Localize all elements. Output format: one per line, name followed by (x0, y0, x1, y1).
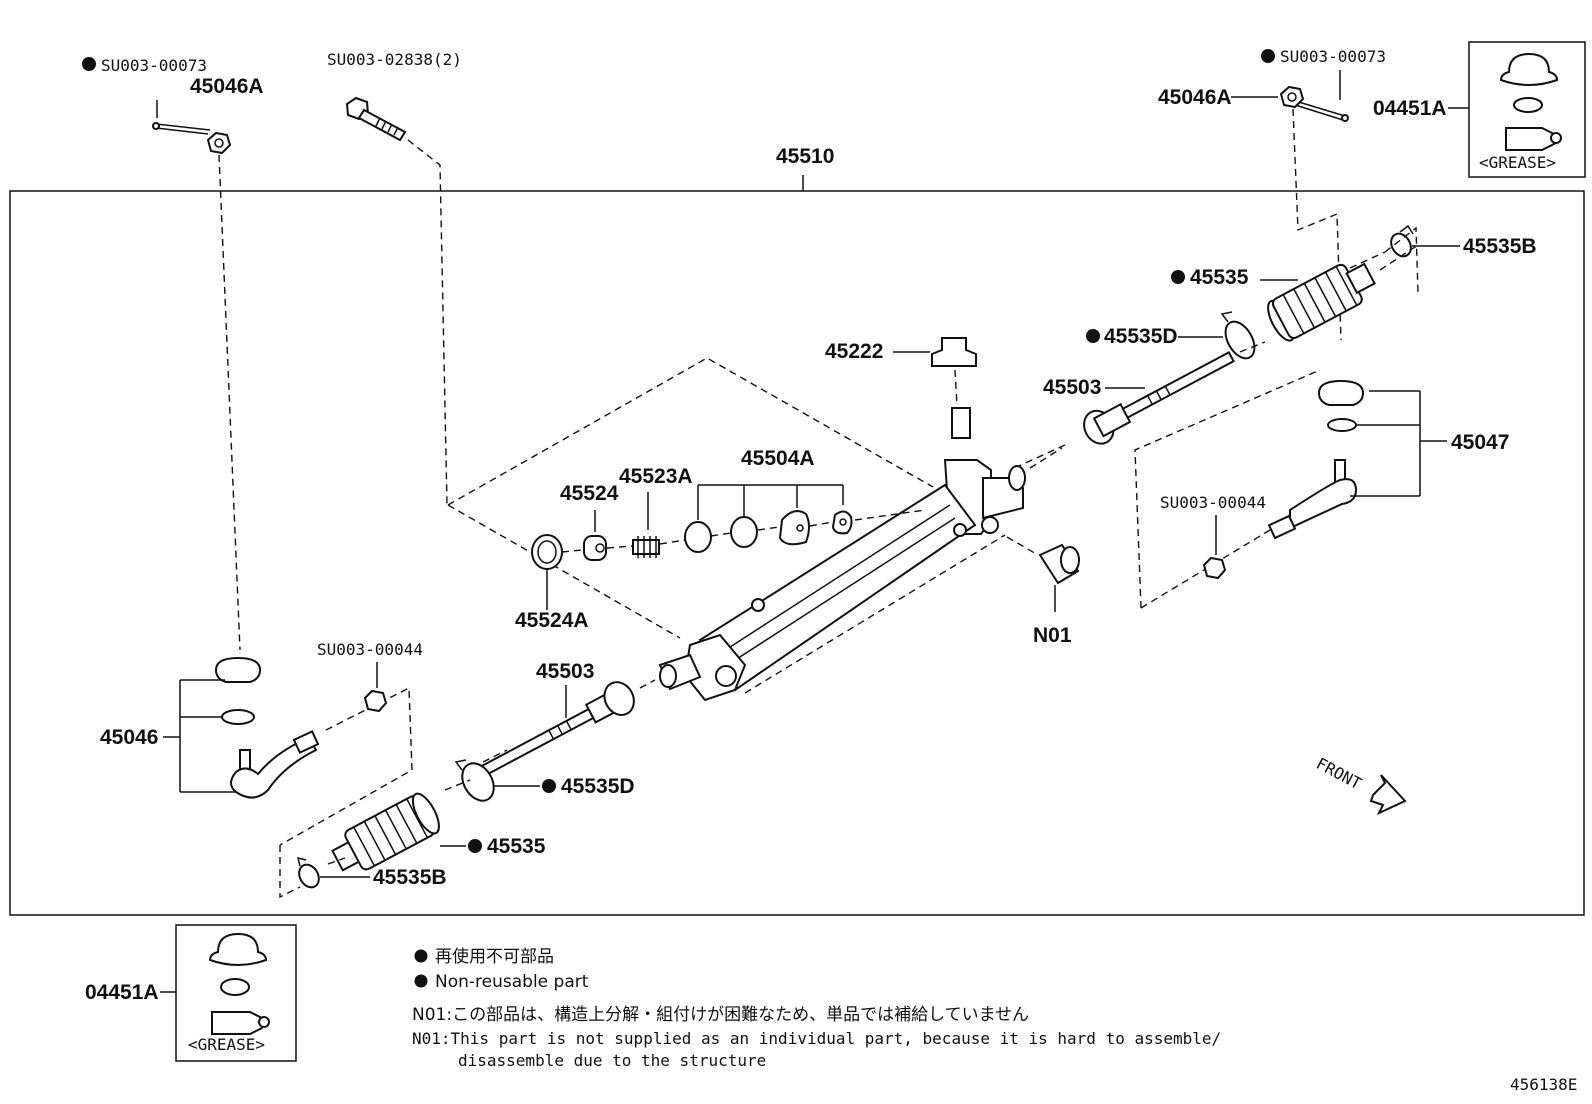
tie-rod-45503-left: 45503 (476, 660, 635, 779)
label-grease-left: <GREASE> (188, 1035, 265, 1054)
label-45503-right: 45503 (1043, 376, 1101, 399)
tie-rod-end-45046: 45046 (100, 656, 320, 799)
tie-rod-45503-right: 45503 (1043, 351, 1235, 445)
label-su003-00073-right: SU003-00073 (1280, 47, 1386, 66)
plug-45524: 45524 (560, 482, 619, 561)
castle-nut-right (1279, 85, 1305, 109)
grease-kit-right: <GREASE> (1468, 41, 1586, 178)
pinion-45222: 45222 (825, 337, 977, 406)
label-45504a: 45504A (741, 447, 815, 470)
nut-su003-00044-left: SU003-00044 (317, 640, 423, 713)
note-jp-n01: N01:この部品は、構造上分解・組付けが困難なため、単品では補給していません (412, 1005, 1029, 1025)
label-su003-00044-right: SU003-00044 (1160, 493, 1266, 512)
label-45535-left: 45535 (487, 835, 546, 858)
clamp-45535d-left: 45535D (454, 759, 635, 802)
bushing-n01: N01 (1033, 543, 1080, 647)
legend-notes: 再使用不可部品 Non-reusable part N01:この部品は、構造上分… (412, 946, 1221, 1070)
label-n01: N01 (1033, 624, 1072, 647)
clamp-45535b-left: 45535B (296, 856, 447, 889)
label-su003-00044-left: SU003-00044 (317, 640, 423, 659)
label-45222: 45222 (825, 340, 883, 363)
label-45524: 45524 (560, 482, 619, 505)
label-su003-02838: SU003-02838(2) (327, 50, 462, 69)
note-en-n01-line1: N01:This part is not supplied as an indi… (412, 1029, 1221, 1048)
grease-kit-left: <GREASE> (175, 924, 297, 1062)
note-en-nonreusable: Non-reusable part (435, 972, 589, 992)
boot-45535-left: 45535 (331, 792, 546, 872)
label-45046: 45046 (100, 726, 158, 749)
label-45535-right: 45535 (1190, 266, 1249, 289)
label-45535b-right: 45535B (1463, 235, 1537, 258)
label-su003-00073-left: SU003-00073 (101, 56, 207, 75)
label-45524a: 45524A (515, 609, 589, 632)
spring-45523a: 45523A (619, 465, 693, 558)
label-45503-left: 45503 (536, 660, 594, 683)
cotter-pin-left: SU003-00073 (82, 56, 211, 135)
boot-45535-right: 45535 (1171, 262, 1376, 342)
note-en-n01-line2: disassemble due to the structure (458, 1051, 766, 1070)
tie-rod-end-45047: 45047 (1267, 379, 1509, 540)
label-45535d-left: 45535D (561, 775, 635, 798)
label-45047: 45047 (1451, 431, 1509, 454)
front-arrow-icon: FRONT (1313, 754, 1407, 816)
note-jp-nonreusable: 再使用不可部品 (435, 946, 554, 967)
castle-nut-left (206, 131, 232, 155)
label-front: FRONT (1313, 754, 1365, 794)
label-45510: 45510 (776, 145, 834, 168)
clamp-45535b-right (1390, 224, 1414, 258)
label-45535d-right: 45535D (1104, 325, 1178, 348)
label-45046a-right: 45046A (1158, 86, 1232, 109)
label-04451a-left: 04451A (85, 981, 159, 1004)
clamp-45535d-right: 45535D (1086, 311, 1256, 360)
cap-45524a: 45524A (515, 534, 589, 632)
label-45523a: 45523A (619, 465, 693, 488)
cotter-pin-right: SU003-00073 (1261, 47, 1386, 122)
nut-su003-00044-right: SU003-00044 (1160, 493, 1266, 580)
label-45046a-left: 45046A (190, 75, 264, 98)
figure-code: 456138E (1510, 1075, 1577, 1094)
assembly-frame (9, 190, 1585, 916)
guide-set-45504a: 45504A (684, 447, 853, 553)
bolt-su003-02838: SU003-02838(2) (327, 50, 462, 142)
label-grease-right: <GREASE> (1479, 153, 1556, 172)
label-04451a-right: 04451A (1373, 97, 1447, 120)
label-45535b-left: 45535B (373, 866, 447, 889)
rack-housing (658, 407, 1026, 702)
